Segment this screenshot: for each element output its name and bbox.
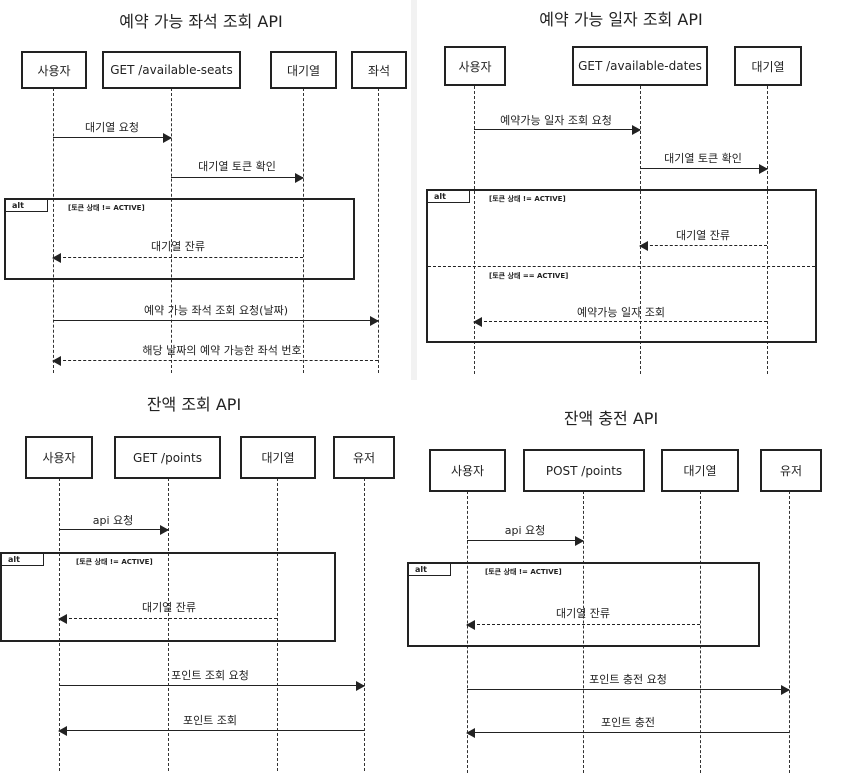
message-arrow — [58, 614, 277, 624]
message-label: 포인트 조회 — [182, 714, 238, 727]
lifeline-api — [640, 86, 641, 374]
message-arrow — [467, 536, 584, 546]
actor-api: GET /points — [114, 436, 221, 479]
message-arrow — [53, 133, 172, 143]
message-arrow — [58, 726, 364, 736]
message-arrow — [59, 525, 169, 535]
actor-user: 사용자 — [444, 46, 506, 86]
message-label: 대기열 토큰 확인 — [198, 160, 276, 173]
message-label: 예약 가능 좌석 조회 요청(날짜) — [143, 304, 289, 317]
message-arrow — [52, 356, 378, 366]
alt-label: alt — [428, 191, 470, 203]
lifeline-queue — [767, 86, 768, 374]
actor-userdb: 유저 — [333, 436, 395, 479]
alt-label: alt — [409, 564, 451, 576]
message-label: 대기열 잔류 — [675, 229, 731, 242]
message-arrow — [53, 316, 379, 326]
actor-userdb: 유저 — [760, 449, 822, 492]
actor-seat: 좌석 — [351, 51, 407, 89]
message-arrow — [171, 173, 304, 183]
alt-guard: [토큰 상태 != ACTIVE] — [76, 558, 153, 566]
message-arrow — [474, 125, 641, 135]
lifeline-api — [583, 491, 584, 773]
message-label: 해당 날짜의 예약 가능한 좌석 번호 — [142, 344, 302, 357]
message-arrow — [473, 317, 767, 327]
alt-guard: [토큰 상태 != ACTIVE] — [485, 568, 562, 576]
alt-frame: alt [토큰 상태 != ACTIVE] [토큰 상태 == ACTIVE] — [426, 189, 817, 343]
lifeline-userdb — [789, 491, 790, 773]
lifeline-userdb — [364, 478, 365, 771]
lifeline-user — [467, 491, 468, 773]
lifeline-api — [168, 478, 169, 771]
actor-queue: 대기열 — [240, 436, 316, 479]
alt-label: alt — [2, 554, 44, 566]
message-arrow — [639, 241, 767, 251]
message-arrow — [640, 164, 768, 174]
panel-separator — [411, 0, 417, 380]
actor-queue: 대기열 — [270, 51, 337, 89]
message-label: 대기열 잔류 — [555, 607, 611, 620]
alt-frame: alt [토큰 상태 != ACTIVE] — [4, 198, 355, 280]
diagram-title: 잔액 충전 API — [563, 409, 659, 428]
message-label: 대기열 잔류 — [150, 240, 206, 253]
actor-api: GET /available-seats — [102, 51, 241, 89]
message-label: 포인트 충전 요청 — [589, 673, 667, 686]
diagram-title: 예약 가능 좌석 조회 API — [119, 12, 283, 31]
message-label: 포인트 충전 — [600, 716, 656, 729]
diagram-title: 잔액 조회 API — [146, 395, 242, 414]
actor-api: GET /available-dates — [572, 46, 708, 86]
alt-frame: alt [토큰 상태 != ACTIVE] — [0, 552, 336, 642]
lifeline-queue — [303, 88, 304, 373]
message-label: 예약가능 일자 조회 — [577, 306, 665, 319]
message-arrow — [59, 681, 365, 691]
message-label: 대기열 잔류 — [141, 601, 197, 614]
actor-user: 사용자 — [25, 436, 93, 479]
message-arrow — [466, 620, 700, 630]
message-label: 대기열 요청 — [84, 121, 140, 134]
message-label: api 요청 — [92, 514, 134, 527]
alt-guard: [토큰 상태 != ACTIVE] — [68, 204, 145, 212]
actor-user: 사용자 — [429, 449, 506, 492]
message-label: 예약가능 일자 조회 요청 — [500, 114, 612, 127]
lifeline-user — [53, 88, 54, 373]
message-label: 대기열 토큰 확인 — [664, 152, 742, 165]
actor-api: POST /points — [523, 449, 645, 492]
lifeline-queue — [277, 478, 278, 771]
actor-queue: 대기열 — [734, 46, 802, 86]
alt-guard: [토큰 상태 == ACTIVE] — [489, 272, 569, 280]
diagram-title: 예약 가능 일자 조회 API — [539, 10, 703, 29]
lifeline-api — [171, 88, 172, 373]
message-label: api 요청 — [504, 524, 546, 537]
message-arrow — [52, 253, 303, 263]
lifeline-queue — [700, 491, 701, 773]
message-arrow — [467, 685, 790, 695]
lifeline-user — [474, 86, 475, 374]
alt-frame: alt [토큰 상태 != ACTIVE] — [407, 562, 760, 647]
actor-queue: 대기열 — [661, 449, 739, 492]
alt-label: alt — [6, 200, 48, 212]
alt-divider — [428, 266, 815, 267]
message-arrow — [466, 728, 789, 738]
alt-guard: [토큰 상태 != ACTIVE] — [489, 195, 566, 203]
message-label: 포인트 조회 요청 — [171, 669, 249, 682]
actor-user: 사용자 — [21, 51, 87, 89]
lifeline-seat — [378, 88, 379, 373]
lifeline-user — [59, 478, 60, 771]
